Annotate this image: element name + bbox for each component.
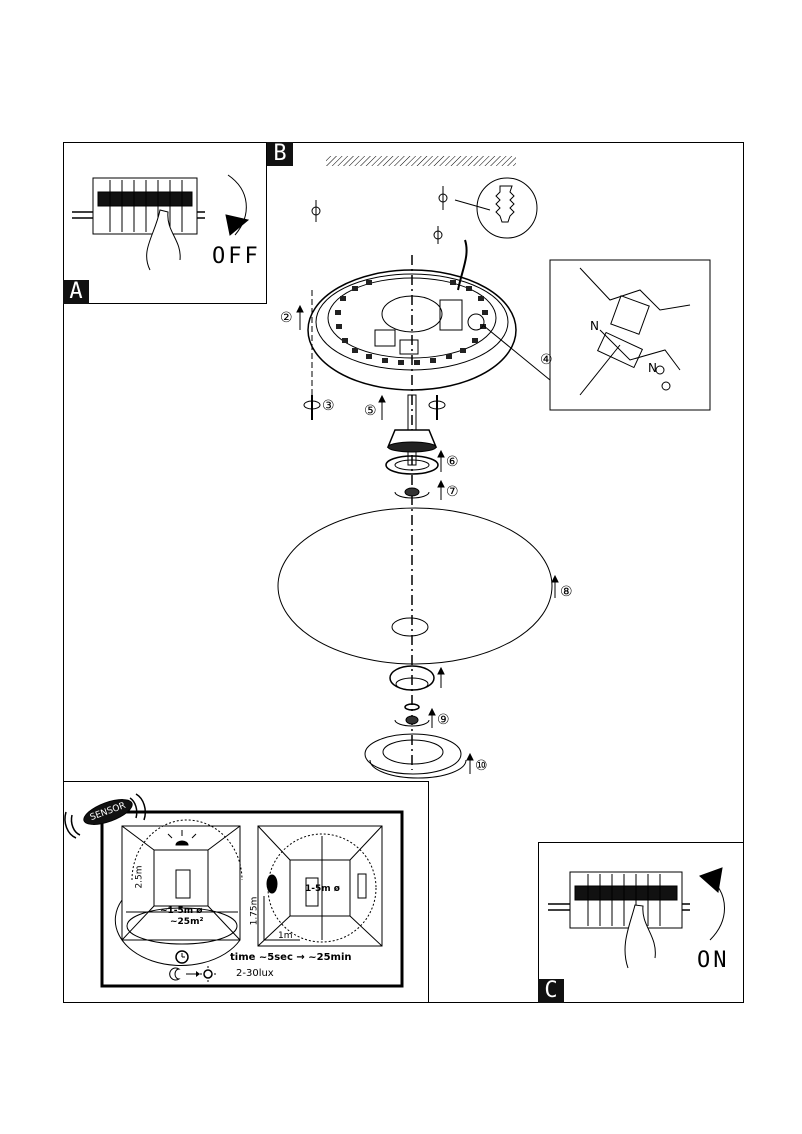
breaker-on-text: ON (697, 948, 730, 973)
label-c: C (538, 979, 564, 1003)
glass-shade (277, 507, 553, 665)
wiring-n1-label: N (590, 319, 599, 333)
threaded-rod (385, 394, 439, 499)
side-diameter-label: 1-5m ø (305, 884, 340, 894)
panel-c-on (538, 842, 744, 1003)
power-switch-icon (548, 867, 725, 969)
step-7: ⑦ (446, 484, 459, 500)
mount-height-label: 1.75m (249, 896, 260, 926)
step-9: ⑨ (437, 712, 450, 728)
sensor-waves-icon (64, 793, 147, 839)
step-10: ⑩ (475, 758, 488, 774)
step-2: ② (280, 310, 293, 326)
drill-marks (311, 186, 491, 244)
room-side-view (257, 825, 383, 947)
moon-icon (169, 967, 181, 981)
time-label: time ~5sec → ~25min (230, 952, 352, 963)
ceiling-hatch (326, 156, 516, 166)
lux-label: 2-30lux (236, 968, 274, 979)
area-label: ~25m² (170, 917, 204, 927)
screws (303, 395, 446, 420)
step-6: ⑥ (446, 454, 459, 470)
distance-label: 1m (278, 931, 293, 941)
power-switch-icon (72, 174, 250, 271)
room-top-view (114, 819, 243, 966)
breaker-off-text: OFF (212, 244, 261, 269)
dowel-icon (476, 177, 538, 239)
wiring-n2-label: N (648, 361, 657, 375)
base-plate (307, 269, 551, 391)
bottom-parts (364, 665, 467, 779)
wiring-detail (549, 259, 711, 411)
clock-icon (175, 950, 189, 964)
label-b: B (267, 142, 293, 166)
sun-icon (200, 966, 216, 982)
step-8: ⑧ (560, 584, 573, 600)
panel-a-off (63, 142, 267, 304)
step-4: ④ (540, 352, 553, 368)
label-a: A (63, 280, 89, 304)
step-3: ③ (322, 398, 335, 414)
height-top-label: 2.5m (134, 865, 145, 889)
range-diameter-label: ~1-5m ø (160, 906, 203, 916)
up-arrows (296, 304, 559, 774)
step-5: ⑤ (364, 403, 377, 419)
sensor-panel (63, 781, 429, 1003)
